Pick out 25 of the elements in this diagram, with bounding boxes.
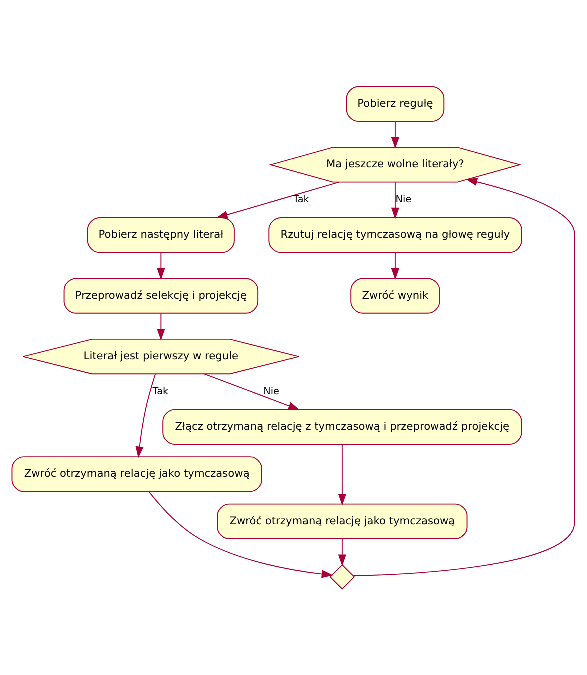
arrow [353,178,576,576]
edge-label: Tak [294,194,310,206]
node-box: Pobierz regułę [346,86,445,122]
node-box: Złącz otrzymaną relację z tymczasową i przeprowadź projekcję [162,408,522,445]
edge-label: Tak [152,386,169,397]
edge-label: Nie [396,194,412,206]
arrow [391,182,400,219]
node-box: Zwróć otrzymaną relację jako tymczasową [12,456,262,492]
node-diamond [330,564,356,590]
node-box: Zwróć wynik [350,278,440,314]
arrow [148,490,334,578]
arrow [157,312,166,340]
node-box: Przeprowadź selekcję i projekcję [64,278,259,314]
arrow [338,444,346,506]
arrow [204,373,300,410]
arrow [338,538,346,566]
arrow [136,374,156,458]
arrow [157,252,166,280]
arrow [391,120,400,148]
node-box: Zwróć otrzymaną relację jako tymczasową [217,503,468,539]
node-box: Pobierz następny literał [87,216,235,253]
arrow [216,181,340,218]
node-box: Rzutuj relację tymczasową na głowę reguły [268,216,522,253]
arrow [391,252,400,280]
edge-label: Nie [264,386,280,397]
